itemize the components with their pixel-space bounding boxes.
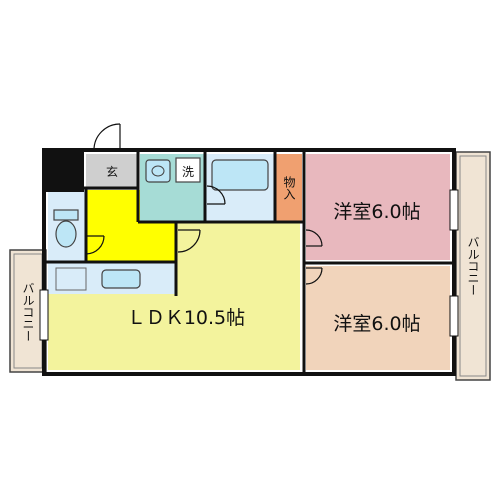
washroom-label: 洗 xyxy=(182,165,194,179)
bathtub-icon xyxy=(211,159,269,191)
bath-door-swing xyxy=(206,185,226,205)
kitchen-sink-icon xyxy=(101,269,141,289)
interior-walls xyxy=(46,150,454,374)
bedroom-a-door-swing xyxy=(305,229,323,247)
ldk-label: ＬＤＫ10.5帖 xyxy=(127,307,245,329)
yoshitsu-b-floor xyxy=(306,266,450,370)
window-bedroom-a xyxy=(449,189,459,231)
wash-basin-icon xyxy=(145,159,171,183)
closet-floor xyxy=(276,154,302,222)
ldk-corridor xyxy=(176,222,300,252)
bedroom-b-label: 洋室6.0帖 xyxy=(333,313,420,335)
doors xyxy=(85,123,323,285)
washing-machine-space-icon xyxy=(175,157,201,183)
genkan-floor xyxy=(86,154,138,190)
basin-bowl-icon xyxy=(151,165,165,177)
yoshitsu-a-floor xyxy=(306,154,450,260)
pipe-shaft xyxy=(44,150,84,192)
entrance-door-swing xyxy=(93,123,121,151)
window-ldk xyxy=(39,289,49,341)
balcony-left-label: バルコニー xyxy=(21,282,35,342)
stove-icon xyxy=(55,267,87,291)
windows xyxy=(39,189,459,341)
window-bedroom-b xyxy=(449,295,459,337)
genkan-label: 玄 xyxy=(106,164,118,179)
bedroom-b-door-swing xyxy=(305,267,323,285)
toilet-tank-icon xyxy=(53,209,79,221)
balcony-right xyxy=(455,151,491,381)
toilet-bowl-icon xyxy=(55,220,77,248)
balcony-right-label: バルコニー xyxy=(466,236,480,296)
bedroom-a-label: 洋室6.0帖 xyxy=(333,201,420,223)
toilet-door-swing xyxy=(85,235,105,255)
closet-label: 物入 xyxy=(282,176,296,200)
balcony-right-rail xyxy=(459,155,487,377)
ldk-door-swing xyxy=(177,229,201,253)
